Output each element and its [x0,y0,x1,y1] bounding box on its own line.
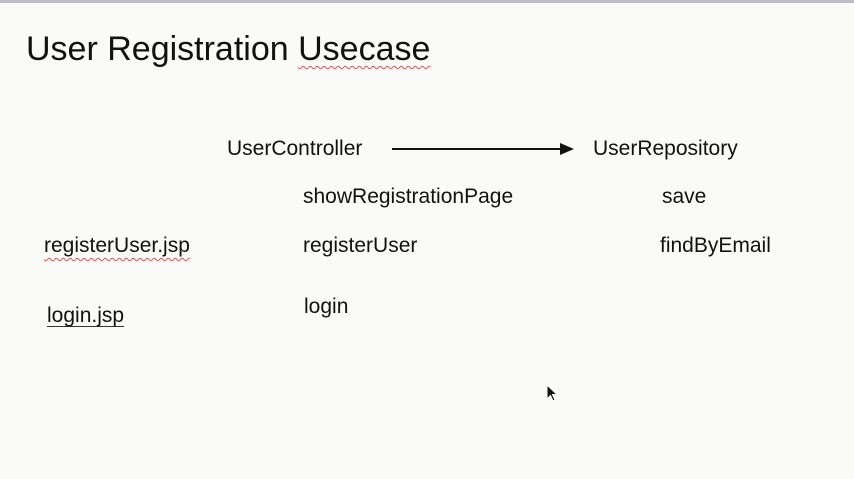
slide-title: User Registration Usecase [26,32,430,66]
right-arrow-icon [392,143,574,155]
controller-method-login: login [304,295,349,318]
controller-method-register-user: registerUser [303,234,418,257]
title-flagged-word: Usecase [298,30,431,68]
view-login-jsp: login.jsp [47,304,125,327]
view-register-user-jsp: registerUser.jsp [44,234,190,257]
window-top-border [0,0,854,3]
node-user-controller: UserController [227,137,363,160]
title-prefix: User Registration [26,30,299,68]
repository-method-find-by-email: findByEmail [660,234,771,257]
mouse-pointer-icon [546,384,558,402]
controller-method-show-registration-page: showRegistrationPage [303,185,514,208]
node-user-repository: UserRepository [593,137,738,160]
repository-method-save: save [662,185,707,208]
